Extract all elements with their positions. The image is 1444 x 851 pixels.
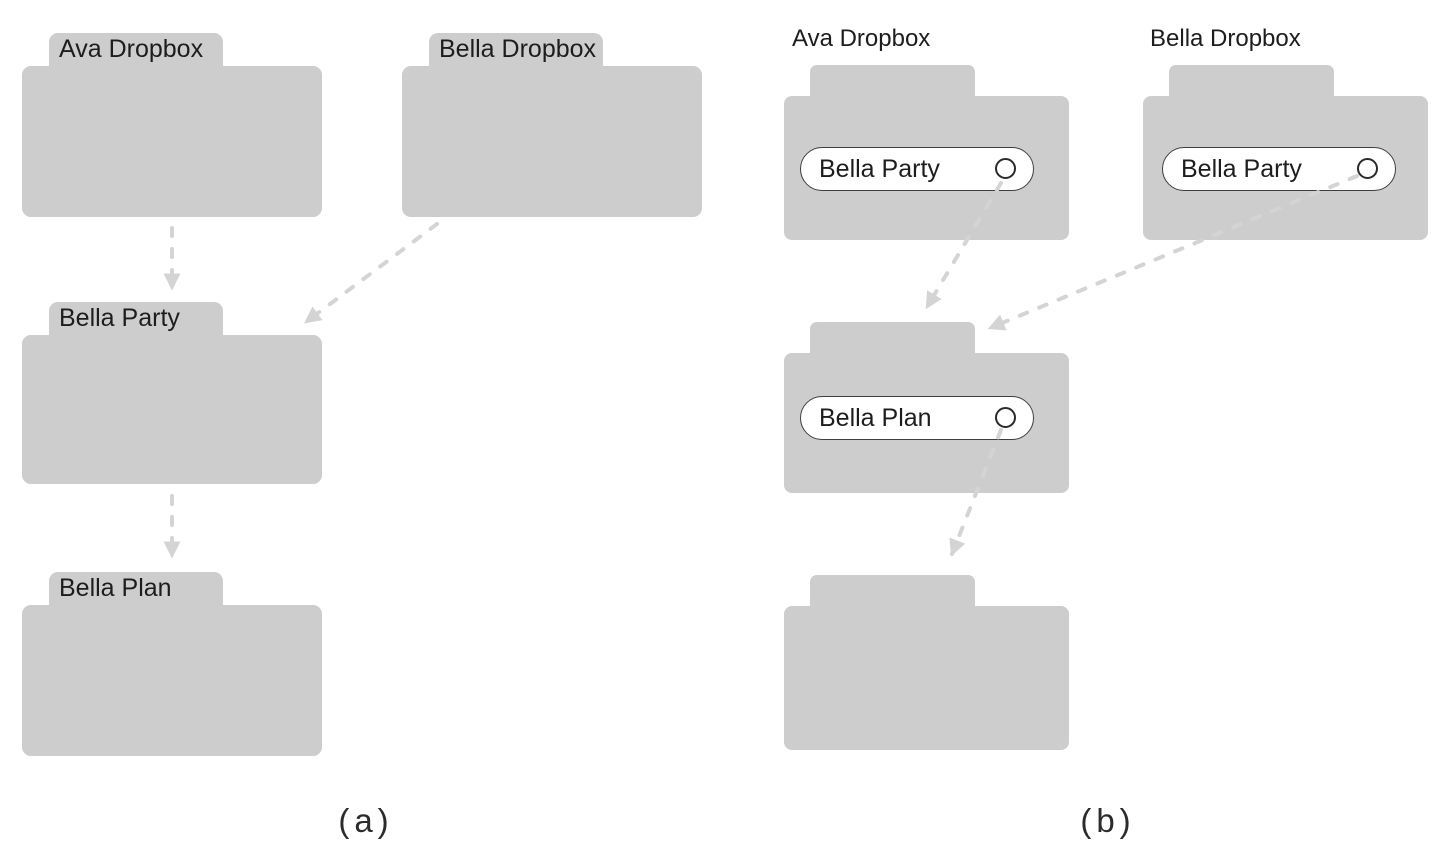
caption-a: (a) [338,802,394,839]
shared-item-label: Bella Plan [819,403,932,432]
caption-b: (b) [1080,802,1136,839]
link-circle-icon [1357,158,1378,179]
folder-tab [810,575,975,607]
shared-item-bella-plan: Bella Plan [800,396,1034,440]
arrow-belladropbox-to-bellaparty [303,222,439,324]
folder-tab-label: Bella Party [49,302,223,336]
heading-ava-dropbox: Ava Dropbox [792,25,931,52]
shared-item-bella-party-bella: Bella Party [1162,147,1396,191]
folder-body [784,606,1069,750]
folder-body [22,66,322,217]
shared-item-label: Bella Party [1181,154,1302,183]
folder-tab [1169,65,1334,97]
folder-tab-label: Ava Dropbox [49,33,223,67]
folder-tab-label: Bella Plan [49,572,223,606]
heading-bella-dropbox: Bella Dropbox [1150,25,1301,52]
shared-item-bella-party-ava: Bella Party [800,147,1034,191]
link-circle-icon [995,158,1016,179]
link-circle-icon [995,407,1016,428]
folder-tab [810,65,975,97]
shared-item-label: Bella Party [819,154,940,183]
folder-body [22,605,322,756]
folder-tab-label: Bella Dropbox [429,33,603,67]
folder-body [402,66,702,217]
folder-tab [810,322,975,354]
folder-body [22,335,322,484]
